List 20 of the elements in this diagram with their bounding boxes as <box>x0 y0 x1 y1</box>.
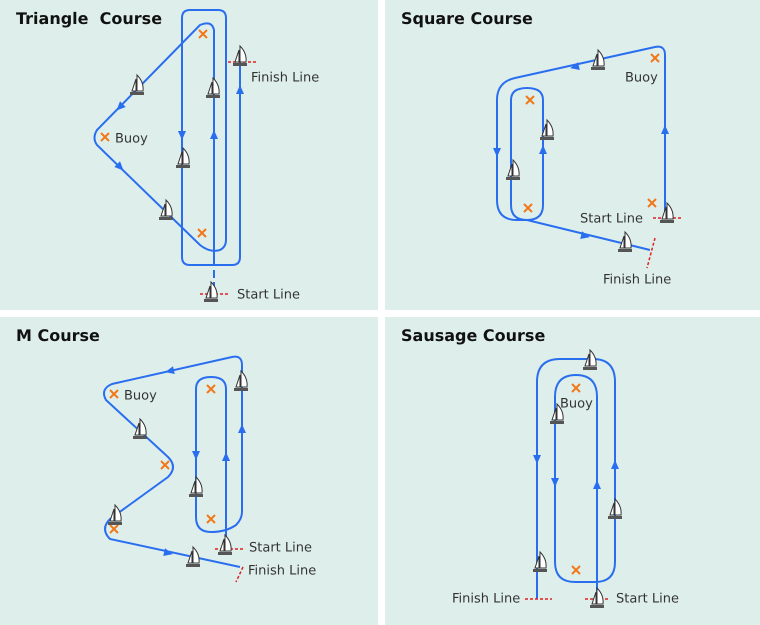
course-label: Start Line <box>237 288 300 302</box>
course-label: Finish Line <box>251 70 320 86</box>
course-label: Buoy <box>560 396 593 412</box>
course-label: Finish Line <box>603 272 672 288</box>
course-label: Buoy <box>625 70 658 86</box>
course-panel <box>0 0 378 310</box>
panel-title: Triangle Course <box>16 9 162 28</box>
panel-title: M Course <box>16 326 100 345</box>
course-label: Finish Line <box>452 592 520 606</box>
course-label: Start Line <box>249 540 312 556</box>
panel-title: Square Course <box>401 9 533 28</box>
course-label: Finish Line <box>248 564 316 578</box>
course-panel <box>385 317 760 625</box>
panel-title: Sausage Course <box>401 326 546 345</box>
course-label: Start Line <box>580 212 643 226</box>
course-panel <box>385 0 760 310</box>
course-label: Buoy <box>124 388 157 404</box>
course-label: Start Line <box>616 592 679 606</box>
course-panel <box>0 317 378 625</box>
course-label: Buoy <box>115 132 148 146</box>
